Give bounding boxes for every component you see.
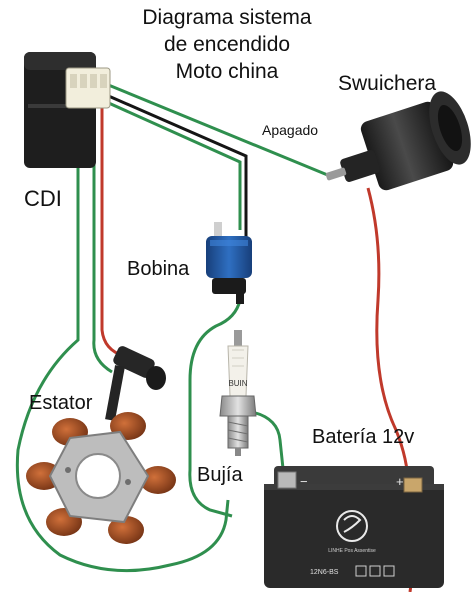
spark-plug: BUIN (219, 330, 257, 456)
title-line-1: Diagrama sistema (142, 6, 312, 29)
ignition-switch (325, 91, 471, 191)
ignition-coil (206, 222, 252, 304)
label-stator: Estator (29, 392, 93, 414)
wire-switch-battery-red (366, 187, 410, 486)
battery: − + LINHE Pos Assentise 12N6-BS (264, 466, 444, 588)
battery-logo (336, 510, 368, 542)
wire-plug-battery (251, 410, 286, 479)
diagram-title: Diagrama sistema de encendido Moto china (92, 4, 362, 85)
wire-cdi-coil-black (103, 92, 248, 246)
wire-cdi-coil-green (101, 98, 242, 230)
battery-minus: − (300, 474, 308, 489)
battery-plus: + (396, 474, 404, 489)
spark-plug-marking: BUIN (228, 379, 247, 388)
wire-coil-ground (188, 299, 242, 518)
cdi-module (24, 52, 111, 168)
label-battery: Batería 12v (312, 426, 415, 448)
wire-cdi-ground-green (15, 104, 230, 573)
wire-cdi-stator-green (92, 108, 113, 374)
label-cdi: CDI (24, 186, 62, 211)
label-switch: Swuichera (338, 72, 437, 95)
wire-cdi-switch (105, 82, 331, 178)
battery-brand: LINHE Pos Assentise (328, 548, 376, 554)
label-coil: Bobina (127, 258, 190, 280)
battery-model: 12N6-BS (310, 569, 339, 576)
title-line-2: de encendido (163, 33, 291, 56)
label-spark-plug: Bujía (197, 464, 243, 486)
title-line-3: Moto china (175, 60, 279, 83)
stator (26, 346, 176, 544)
wire-cdi-stator-red (100, 108, 125, 358)
label-switch-off: Apagado (262, 122, 319, 138)
